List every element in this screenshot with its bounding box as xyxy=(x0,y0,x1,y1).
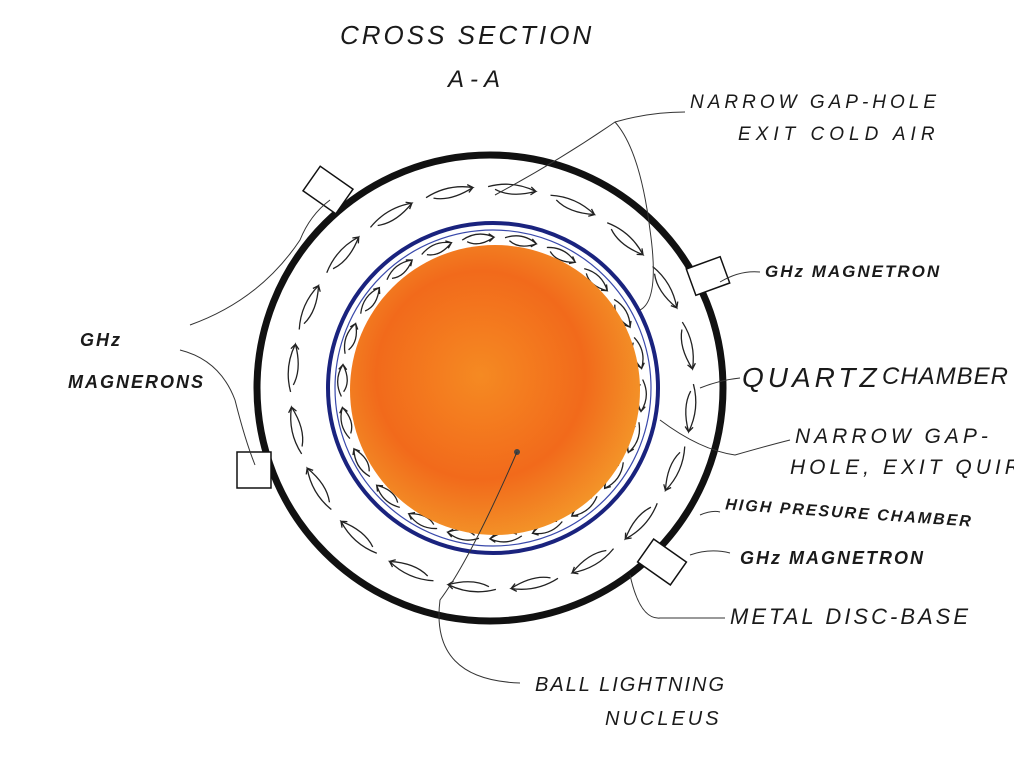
air-swirl-arrow xyxy=(684,383,697,434)
air-swirl-arrow xyxy=(343,322,359,354)
air-swirl-arrow xyxy=(550,194,597,217)
air-swirl-arrow xyxy=(546,246,577,265)
label-narrow-gap-cold-2: EXIT COLD AIR xyxy=(738,124,940,145)
air-swirl-arrow xyxy=(339,406,353,440)
label-nucleus-2: NUCLEUS xyxy=(605,708,722,730)
air-swirl-arrow xyxy=(461,233,496,245)
air-swirl-arrow xyxy=(509,576,559,592)
label-quartz: QUARTZ xyxy=(742,362,881,393)
label-metal-disc-base: METAL DISC-BASE xyxy=(730,604,972,629)
label-nucleus-1: BALL LIGHTNING xyxy=(535,674,727,696)
label-narrow-gap-cold-1: NARROW GAP-HOLE xyxy=(690,92,941,113)
magnetron-box-bottom-right xyxy=(636,538,688,586)
label-magnetrons-left-1: GHz xyxy=(80,330,122,350)
air-swirl-arrow xyxy=(326,235,360,274)
air-swirl-arrow xyxy=(421,240,453,256)
air-swirl-arrow xyxy=(375,484,400,509)
air-swirl-arrow xyxy=(570,548,615,575)
ball-lightning-nucleus xyxy=(350,245,640,535)
magnetron-boxes xyxy=(236,165,731,586)
label-narrow-gap-quartz-2: HOLE, EXIT QUIRE xyxy=(790,456,1014,479)
air-swirl-arrow xyxy=(624,502,658,541)
metal-disc-base-ring xyxy=(253,151,727,625)
air-swirl-arrow xyxy=(352,447,371,478)
air-swirl-arrow xyxy=(663,446,686,493)
air-swirl-arrow xyxy=(387,559,434,582)
label-magnetrons-left-2: MAGNERONS xyxy=(68,372,206,392)
air-swirl-arrow xyxy=(386,259,414,280)
label-narrow-gap-quartz-1: NARROW GAP- xyxy=(795,425,992,448)
leader-lines xyxy=(179,111,791,684)
air-swirl-arrow xyxy=(288,405,304,455)
magnetron-box-right xyxy=(685,255,731,297)
air-swirl-arrow xyxy=(298,283,321,330)
air-swirl-arrow xyxy=(652,265,679,310)
air-swirl-arrow xyxy=(369,201,414,228)
air-swirl-arrow xyxy=(339,520,378,554)
air-swirl-arrow xyxy=(287,342,300,393)
air-swirl-arrow xyxy=(425,184,475,200)
label-magnetron-bottom: GHz MAGNETRON xyxy=(740,548,925,568)
quartz-chamber-ring xyxy=(326,221,660,555)
diagram-subtitle: A-A xyxy=(448,66,507,93)
label-magnetron-right: GHz MAGNETRON xyxy=(765,262,942,281)
air-swirl-arrow xyxy=(606,222,645,256)
air-swirl-arrow xyxy=(504,235,538,248)
magnetron-box-top-left xyxy=(301,165,355,215)
diagram-title: CROSS SECTION xyxy=(340,20,595,50)
label-chamber: CHAMBER xyxy=(882,363,1010,390)
air-swirl-arrow xyxy=(305,466,332,511)
air-swirl-arrow xyxy=(360,286,381,314)
air-swirl-arrow xyxy=(487,183,538,196)
air-swirl-arrow xyxy=(337,363,348,397)
air-swirl-arrow xyxy=(446,580,497,593)
air-swirl-arrow xyxy=(680,321,696,371)
magnetron-box-left xyxy=(236,451,272,489)
quartz-chamber-inner-ring xyxy=(334,229,652,547)
